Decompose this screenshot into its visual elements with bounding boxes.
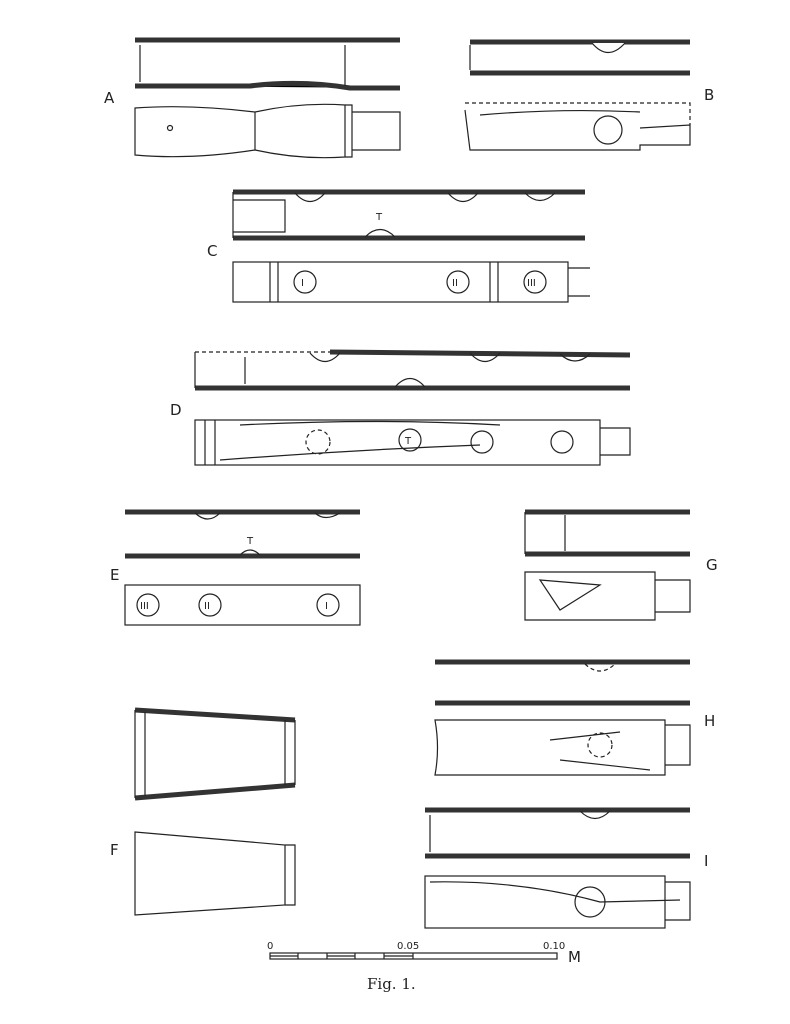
hole-numeral-e2: II (204, 601, 210, 612)
pipe-c-exterior (232, 261, 590, 303)
scale-unit: M (568, 948, 581, 966)
pipe-g-section (524, 509, 690, 557)
pipe-i-section (425, 807, 690, 859)
label-e: E (110, 566, 119, 584)
pipe-h-exterior (434, 719, 691, 776)
pipe-b-exterior (464, 102, 691, 151)
label-g: G (706, 556, 718, 574)
pipe-h-section (435, 659, 690, 706)
pipe-f-section (134, 707, 296, 801)
scale-mid: 0.05 (397, 941, 419, 952)
label-d: D (170, 401, 182, 419)
hole-numeral-e3: III (140, 601, 149, 612)
label-a: A (104, 89, 115, 107)
pipe-b-section (469, 39, 690, 76)
label-b: B (704, 86, 714, 104)
pipe-c-section (232, 189, 585, 241)
scale-end: 0.10 (543, 941, 565, 952)
label-i: I (704, 852, 708, 870)
pipe-e-section (125, 509, 360, 559)
pipe-a-section (135, 37, 400, 91)
hole-numeral-e1: I (325, 601, 328, 612)
figure-caption: Fig. 1. (367, 975, 416, 993)
pipe-i-exterior (424, 875, 691, 929)
pipe-d-section (194, 349, 631, 391)
label-h: H (704, 712, 715, 730)
hole-numeral-c1: I (301, 278, 304, 289)
pipe-e-exterior (124, 584, 361, 626)
tone-mark-d: T (404, 436, 412, 447)
pipe-a-exterior (134, 103, 401, 159)
hole-numeral-c2: II (452, 278, 458, 289)
tone-mark-e: T (246, 536, 254, 547)
scale-bar (269, 952, 558, 960)
tone-mark-c: T (375, 212, 383, 223)
pipe-d-exterior (194, 419, 631, 466)
label-c: C (207, 242, 217, 260)
pipe-g-exterior (524, 571, 691, 621)
pipe-f-exterior (134, 831, 296, 916)
label-f: F (110, 841, 119, 859)
hole-numeral-c3: III (527, 278, 536, 289)
scale-zero: 0 (267, 941, 273, 952)
